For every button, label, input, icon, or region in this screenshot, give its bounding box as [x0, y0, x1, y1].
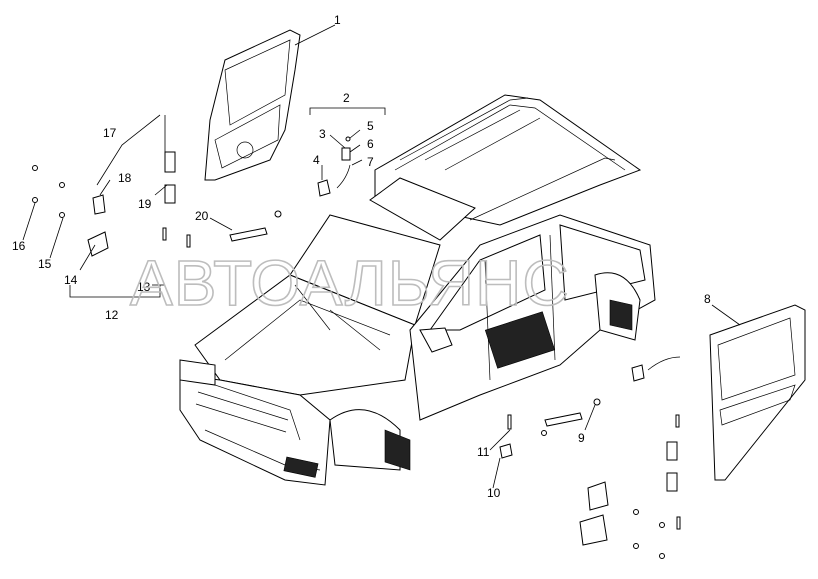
callout-1: 1 — [334, 13, 341, 27]
callout-18: 18 — [118, 171, 132, 185]
callout-5: 5 — [367, 119, 374, 133]
callout-3: 3 — [319, 127, 326, 141]
callout-15: 15 — [38, 257, 52, 271]
hinge-right — [579, 441, 678, 546]
callout-7: 7 — [367, 155, 374, 169]
callout-6: 6 — [367, 137, 374, 151]
hinge-left-upper — [164, 151, 176, 204]
callout-17: 17 — [103, 126, 117, 140]
vehicle-body — [179, 94, 656, 486]
rear-door-panel — [709, 304, 806, 481]
callout-14: 14 — [64, 273, 78, 287]
door-lock-assembly — [317, 147, 681, 459]
watermark: АВТОАЛЬЯНС — [130, 247, 570, 319]
callout-9: 9 — [578, 431, 585, 445]
callout-16: 16 — [12, 239, 26, 253]
callout-4: 4 — [313, 153, 320, 167]
front-door-panel — [204, 29, 301, 181]
leader-lines — [22, 24, 741, 489]
callout-12: 12 — [105, 308, 119, 322]
callout-labels: 1 2 3 4 5 6 7 8 9 10 11 12 13 14 15 16 1… — [12, 13, 711, 500]
callout-20: 20 — [195, 209, 209, 223]
callout-2: 2 — [343, 91, 350, 105]
fasteners — [32, 136, 681, 559]
hinge-left-lower — [87, 194, 109, 257]
callout-8: 8 — [704, 292, 711, 306]
callout-10: 10 — [487, 486, 501, 500]
callout-19: 19 — [138, 197, 152, 211]
callout-11: 11 — [477, 445, 490, 459]
callout-13: 13 — [137, 280, 151, 294]
